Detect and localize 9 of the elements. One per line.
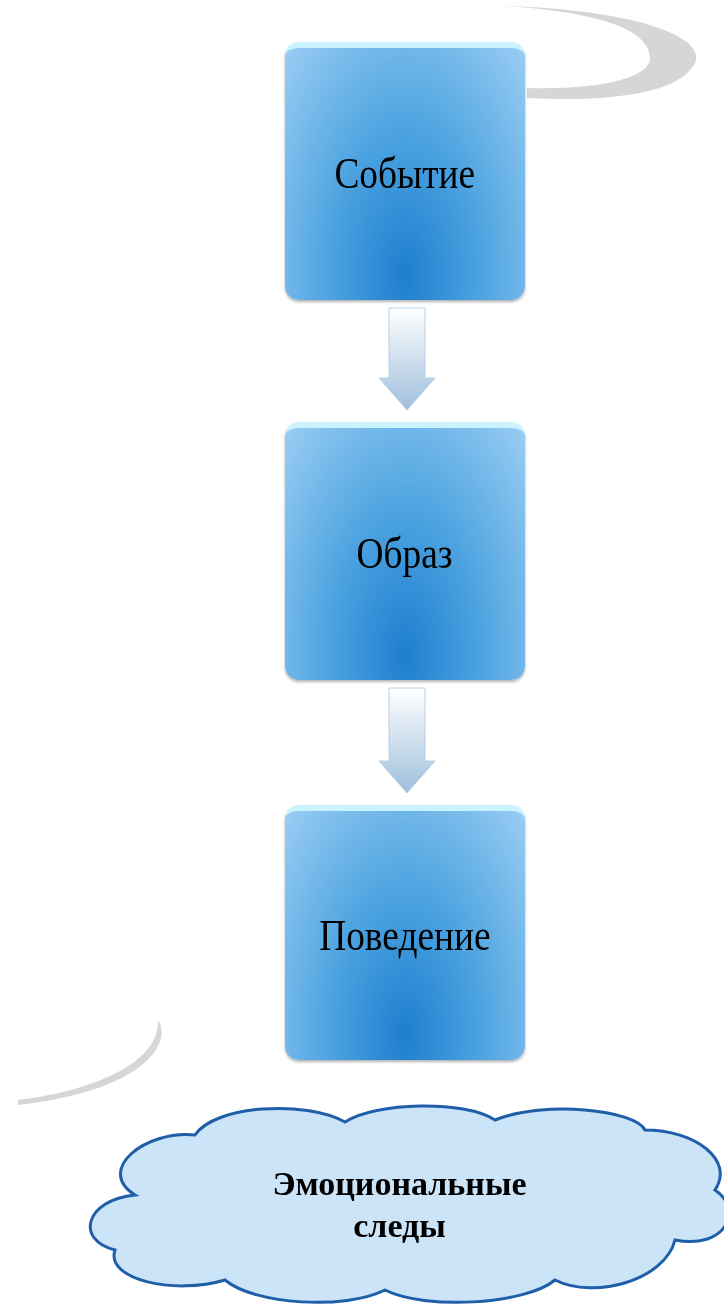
box-label: Поведение bbox=[319, 913, 491, 958]
block-arrow bbox=[378, 307, 436, 411]
box-label: Образ bbox=[356, 532, 454, 576]
block-arrow bbox=[378, 687, 436, 794]
box-label: Событие bbox=[334, 152, 476, 196]
process-box bbox=[285, 42, 525, 300]
process-box bbox=[285, 805, 525, 1060]
process-box bbox=[285, 422, 525, 680]
cloud-label: Эмоциональные следы bbox=[271, 1163, 528, 1246]
